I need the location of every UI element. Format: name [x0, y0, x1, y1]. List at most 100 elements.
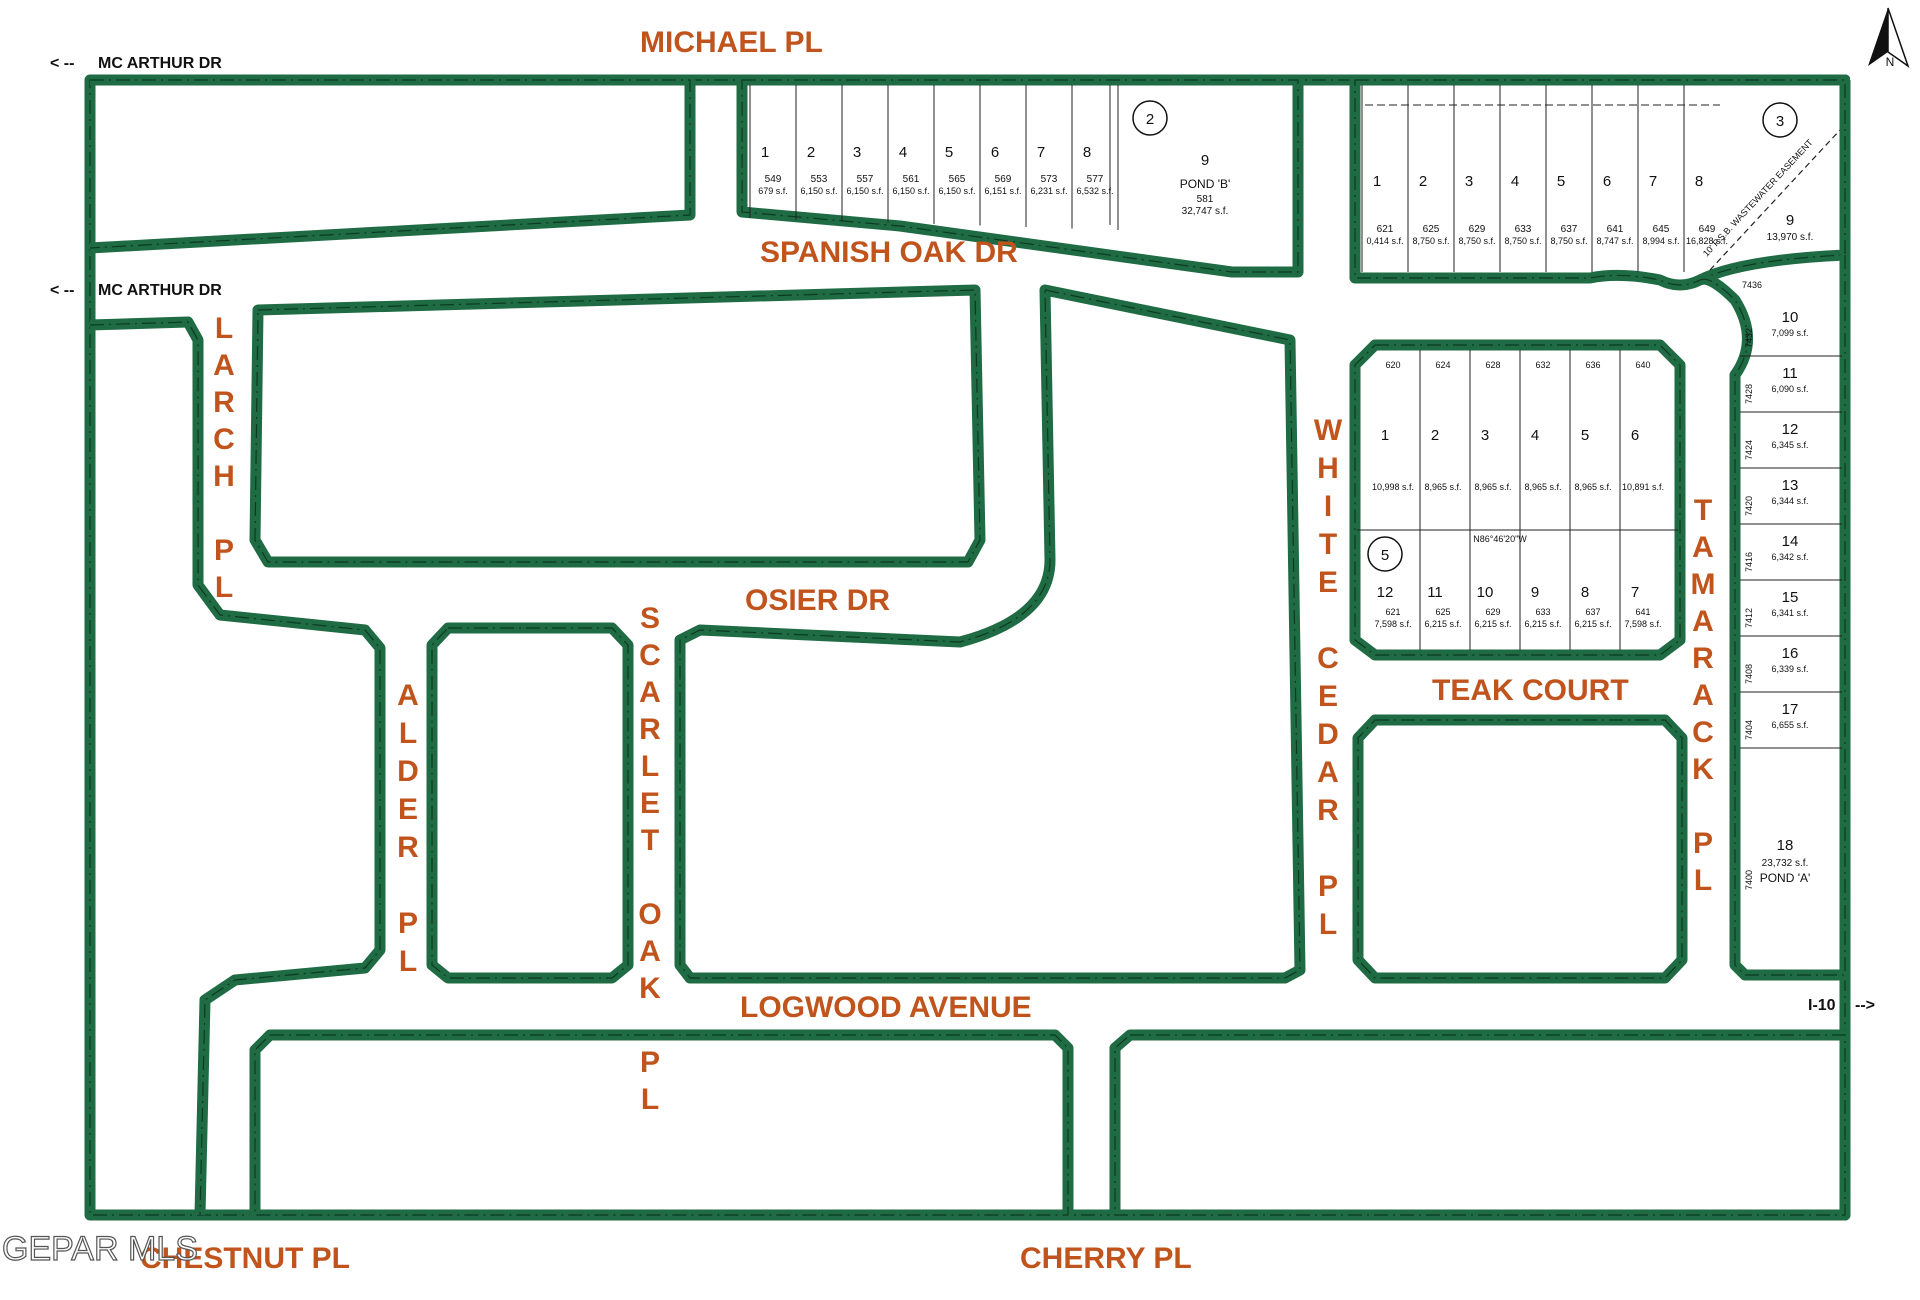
lot-number: 1	[1373, 173, 1381, 190]
svg-text:9: 9	[1786, 212, 1794, 229]
lot-area: 7,598 s.f.	[1624, 619, 1661, 629]
larch-letter: R	[213, 386, 235, 419]
pond-a-lot: 18 23,732 s.f. POND 'A' 7400	[1744, 837, 1810, 890]
lot-number: 8	[1581, 584, 1589, 601]
lot-address: 7420	[1744, 496, 1754, 516]
scarlet-letter: A	[639, 676, 661, 709]
lot-area: 679 s.f.	[758, 186, 788, 196]
lot-address: 629	[1469, 224, 1486, 235]
scarlet-letter: S	[640, 602, 660, 635]
lot-number: 10	[1477, 584, 1494, 601]
svg-text:9: 9	[1201, 152, 1209, 169]
lot-area: 6,151 s.f.	[984, 186, 1021, 196]
teak-bearing: N86°46'20"W	[1473, 534, 1527, 544]
scarlet-letter: L	[641, 750, 659, 783]
larch-letter: L	[215, 571, 233, 604]
lot-number: 3	[853, 144, 861, 161]
block-alder-scarlet	[426, 622, 634, 984]
cedar-letter: C	[1317, 642, 1339, 675]
lot-number: 2	[1431, 427, 1439, 444]
lot-number: 9	[1531, 584, 1539, 601]
street-mcarthur-top: MC ARTHUR DR	[98, 55, 222, 72]
cedar-letter: A	[1317, 756, 1339, 789]
tamarack-letter: C	[1692, 716, 1714, 749]
svg-text:2: 2	[1146, 111, 1154, 128]
north-arrow-icon: N	[1850, 0, 1920, 80]
lot-address: 549	[765, 174, 782, 185]
lot-area: 6,655 s.f.	[1771, 720, 1808, 730]
lot-address: 633	[1515, 224, 1532, 235]
cedar-letter: T	[1319, 528, 1337, 561]
cedar-letter: E	[1318, 680, 1338, 713]
svg-text:581: 581	[1197, 194, 1214, 205]
lot-number: 17	[1782, 701, 1799, 718]
svg-text:POND 'A': POND 'A'	[1760, 871, 1811, 885]
lot-number: 6	[1631, 427, 1639, 444]
lot-number: 12	[1782, 421, 1799, 438]
scarlet-letter: R	[639, 713, 661, 746]
lot-area: 8,747 s.f.	[1596, 236, 1633, 246]
lot-area: 6,215 s.f.	[1474, 619, 1511, 629]
street-chestnut-pl: CHESTNUT PL	[140, 1242, 350, 1275]
block-teak-south	[1352, 714, 1688, 984]
block-2-marker: 2	[1132, 100, 1168, 136]
alder-letter: R	[397, 831, 419, 864]
lot-area: 7,598 s.f.	[1374, 619, 1411, 629]
lot-number: 15	[1782, 589, 1799, 606]
lot-address: 620	[1385, 360, 1400, 370]
cedar-letter: E	[1318, 566, 1338, 599]
lot-number: 3	[1481, 427, 1489, 444]
alder-letter: L	[399, 945, 417, 978]
street-mcarthur-mid: MC ARTHUR DR	[98, 282, 222, 299]
svg-text:7400: 7400	[1744, 870, 1754, 890]
alder-letter: E	[398, 793, 418, 826]
lot-area: 16,828 s.f.	[1686, 236, 1728, 246]
lot-area: 0,414 s.f.	[1366, 236, 1403, 246]
highway-i10: I-10	[1808, 997, 1836, 1014]
lot-number: 6	[991, 144, 999, 161]
lot-area: 6,215 s.f.	[1524, 619, 1561, 629]
cedar-letter: R	[1317, 794, 1339, 827]
cedar-letter: L	[1319, 908, 1337, 941]
svg-text:23,732 s.f.: 23,732 s.f.	[1762, 858, 1809, 869]
lot-area: 10,891 s.f.	[1622, 482, 1664, 492]
lot-address: 7408	[1744, 664, 1754, 684]
lot-area: 8,750 s.f.	[1412, 236, 1449, 246]
tamarack-letter: L	[1694, 864, 1712, 897]
alder-letter: P	[398, 907, 418, 940]
lot-area: 8,965 s.f.	[1474, 482, 1511, 492]
scarlet-letter: E	[640, 787, 660, 820]
arrow-right: -->	[1855, 997, 1875, 1014]
tamarack-letter: M	[1691, 568, 1716, 601]
cedar-letter: P	[1318, 870, 1338, 903]
street-cherry-pl: CHERRY PL	[1020, 1242, 1192, 1275]
lot-area: 6,532 s.f.	[1076, 186, 1113, 196]
lot-address: 628	[1485, 360, 1500, 370]
lot-address: 641	[1607, 224, 1624, 235]
lot-number: 16	[1782, 645, 1799, 662]
lot-address: 7404	[1744, 720, 1754, 740]
scarlet-letter: O	[638, 898, 661, 931]
scarlet-letter: L	[641, 1083, 659, 1116]
lot-address: 7424	[1744, 440, 1754, 460]
lot-address: 641	[1635, 607, 1650, 617]
lot-address: 633	[1535, 607, 1550, 617]
block-larch-osier	[249, 284, 986, 568]
lot-area: 8,965 s.f.	[1424, 482, 1461, 492]
lot-address: 629	[1485, 607, 1500, 617]
street-michael-pl: MICHAEL PL	[640, 26, 823, 59]
scarlet-letter: T	[641, 824, 659, 857]
cedar-letter: I	[1324, 490, 1332, 523]
lot-number: 5	[1581, 427, 1589, 444]
svg-text:POND 'B': POND 'B'	[1180, 177, 1231, 191]
block-south-west	[249, 1029, 1074, 1221]
cedar-letter: W	[1314, 414, 1343, 447]
arrow-left-top: < --	[50, 55, 74, 72]
lot-area: 8,994 s.f.	[1642, 236, 1679, 246]
